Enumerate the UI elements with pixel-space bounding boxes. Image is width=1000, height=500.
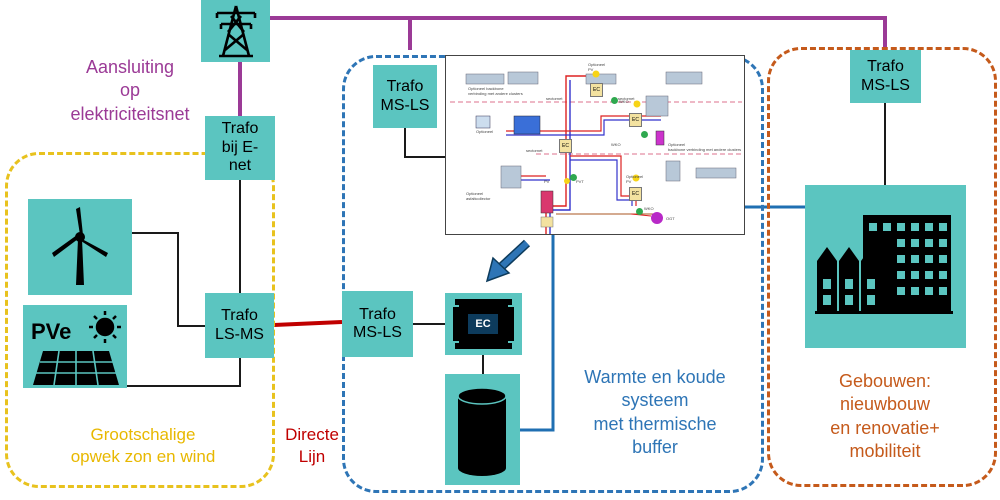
trafo-ms-ls-right[interactable]: Trafo MS-LS: [850, 50, 921, 103]
wire-wind-lsms: [132, 232, 205, 327]
buildings[interactable]: [805, 185, 966, 348]
thermal-buffer[interactable]: [445, 374, 520, 485]
pve-label: PVe: [31, 319, 72, 344]
schematic-text: PVT: [576, 179, 584, 184]
trafo-ms-ls-mid[interactable]: Trafo MS-LS: [342, 291, 413, 357]
schematic-text: WKO: [611, 142, 621, 147]
schematic-text: Optioneel PV: [588, 62, 606, 72]
solar-pve[interactable]: PVe: [23, 305, 127, 388]
schematic-text: PV: [544, 179, 550, 184]
direct-line: [273, 320, 343, 327]
schematic-text: Optioneel asfaltcollector: [466, 191, 491, 201]
schematic-ec-4: EC: [629, 187, 642, 201]
grid-line-to-buildings: [270, 16, 887, 50]
energy-center-unit[interactable]: EC: [445, 293, 522, 355]
transmission-tower-icon: [215, 5, 256, 58]
schematic-text: Optioneel PV: [626, 174, 644, 184]
schematic-wko-4: [636, 208, 643, 215]
schematic-text: OGT: [666, 216, 675, 221]
buildings-label: Gebouwen: nieuwbouw en renovatie+ mobili…: [830, 371, 940, 462]
wire-trafo-top-inset: [404, 128, 445, 158]
wind-turbine-icon: [52, 207, 108, 285]
schematic-text: WKO: [644, 206, 654, 211]
grid-pylon[interactable]: [201, 0, 270, 62]
schematic-text: sectornet: [618, 96, 635, 101]
schematic-ec-3: EC: [629, 113, 642, 127]
schematic-text: Optioneel backbone verbinding met andere…: [668, 142, 742, 152]
city-buildings-icon: [815, 215, 953, 314]
schematic-text: sectornet: [546, 96, 563, 101]
ec-label: EC: [468, 314, 498, 334]
energy-center-unit-icon: [453, 299, 514, 349]
schematic-lines: [450, 70, 742, 234]
heat-line-buffer-inset: [520, 235, 555, 432]
solar-panel-sun-icon: [33, 311, 121, 386]
trafo-bij-enet[interactable]: Trafo bij E- net: [205, 116, 275, 180]
wind-turbine[interactable]: [28, 199, 132, 295]
trafo-ls-ms[interactable]: Trafo LS-MS: [205, 293, 274, 358]
grid-connection-label: Aansluiting op elektriciteitsnet: [70, 57, 190, 124]
schematic-ec-2: EC: [559, 139, 572, 153]
generation-label: Grootschalige opwek zon en wind: [70, 425, 216, 467]
schematic-text: Optioneel: [476, 129, 494, 134]
schematic-text: Optioneel backbone verbinding met andere…: [468, 86, 523, 96]
trafo-ms-ls-top[interactable]: Trafo MS-LS: [373, 65, 437, 128]
thermal-system-label: Warmte en koude systeem met thermische b…: [584, 367, 726, 458]
schematic-wko-1: [611, 97, 618, 104]
schematic-wko-3: [570, 174, 577, 181]
diagonal-arrow-icon: [485, 239, 531, 283]
schematic-text: sectornet: [526, 148, 543, 153]
storage-cylinder-icon: [457, 387, 507, 476]
energy-system-schematic[interactable]: EC EC EC EC Optioneel backbone verbindin…: [445, 55, 745, 235]
schematic-wko-2: [641, 131, 648, 138]
direct-line-label: Directe Lijn: [285, 425, 339, 467]
schematic-ec-1: EC: [590, 83, 603, 97]
wire-solar-lsms: [127, 358, 241, 387]
schematic-text: WKO: [619, 99, 629, 104]
region-buildings: [767, 47, 997, 487]
